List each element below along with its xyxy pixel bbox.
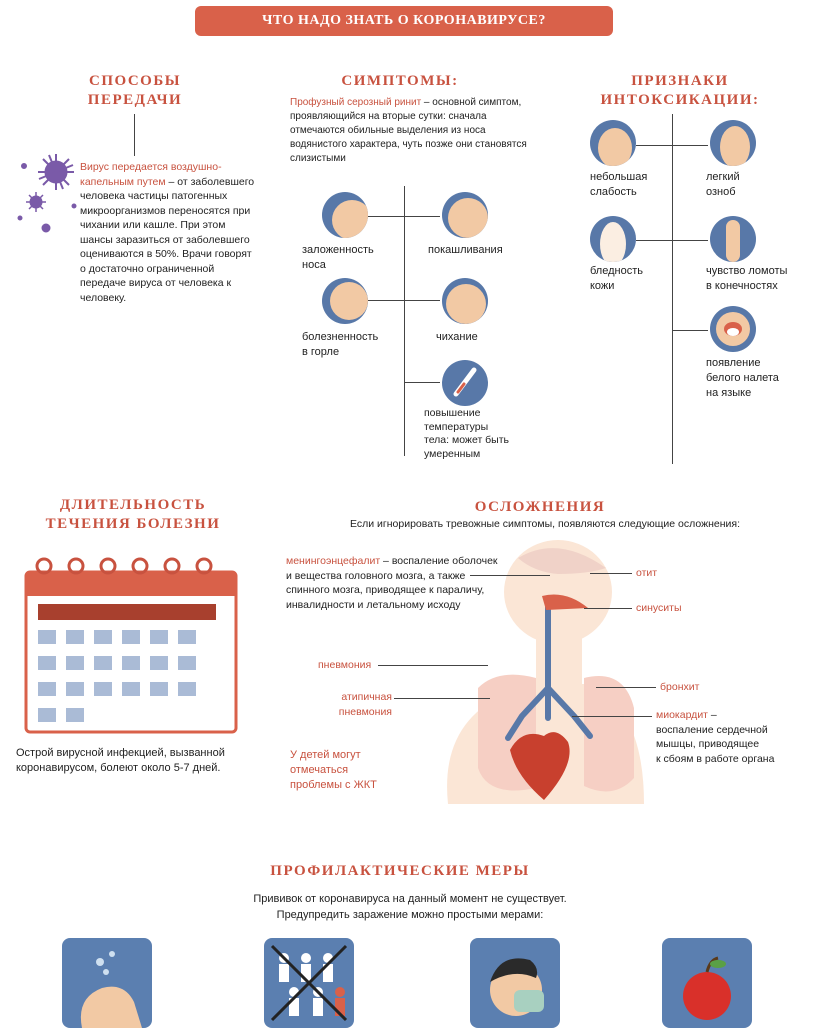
symptom-cough: покашливания [428, 244, 503, 256]
symptoms-tree-trunk [404, 186, 405, 456]
hand-wash-icon [80, 951, 142, 1028]
transmission-highlight: Вирус передается воздушно-капельным путе… [80, 161, 222, 188]
transmission-title: СПОСОБЫ ПЕРЕДАЧИ [87, 73, 183, 108]
handwashing-tile [62, 938, 152, 1028]
intox-pale: бледность кожи [590, 265, 643, 292]
myocarditis-body: – воспаление сердечной мышцы, приводящее… [656, 709, 775, 765]
body-illustration [447, 540, 644, 804]
tongue-icon [710, 306, 756, 352]
thermometer-icon [442, 360, 488, 406]
symptom-throat: болезненность в горле [302, 331, 379, 358]
duration-title: ДЛИТЕЛЬНОСТЬ ТЕЧЕНИЯ БОЛЕЗНИ [45, 497, 221, 532]
complication-bronchitis: бронхит [660, 681, 700, 693]
face-mask-tile [470, 938, 560, 1028]
pale-skin-icon [590, 216, 636, 262]
symptoms-intro: Профузный серозный ринит – основной симп… [290, 96, 530, 166]
complication-meningitis: менингоэнцефалит – воспаление оболочек и… [286, 554, 501, 612]
virus-icon [17, 154, 77, 233]
nose-congestion-icon [322, 192, 368, 238]
symptom-nose: заложенность носа [302, 244, 374, 271]
chills-icon [710, 120, 756, 166]
mask-icon [490, 958, 544, 1016]
intoxication-tree-trunk [672, 114, 673, 464]
myocarditis-highlight: миокардит [656, 709, 708, 721]
prevention-text-1: Прививок от коронавируса на данный момен… [253, 893, 567, 905]
complication-otitis: отит [636, 567, 658, 579]
meningitis-body: – воспаление оболочек и вещества головно… [286, 555, 498, 611]
healthy-food-tile [662, 938, 752, 1028]
children-note: У детей могут отмечаться проблемы с ЖКТ [290, 749, 377, 791]
limb-ache-icon [710, 216, 756, 262]
transmission-text: Вирус передается воздушно-капельным путе… [80, 160, 255, 305]
complication-atypical-pneumonia: атипичная пневмония [338, 691, 392, 718]
intox-weakness: небольшая слабость [590, 171, 648, 198]
sore-throat-icon [322, 278, 368, 324]
intox-aches: чувство ломоты в конечностях [706, 265, 788, 292]
cough-icon [442, 192, 488, 238]
transmission-body: – от заболевшего человека частицы патоге… [80, 175, 255, 304]
prevention-title: ПРОФИЛАКТИЧЕСКИЕ МЕРЫ [270, 863, 530, 879]
symptom-sneeze: чихание [436, 331, 478, 343]
symptom-temperature: повышение температуры тела: может быть у… [424, 407, 510, 460]
complication-myocarditis: миокардит – воспаление сердечной мышцы, … [656, 708, 816, 766]
page-banner-title: ЧТО НАДО ЗНАТЬ О КОРОНАВИРУСЕ? [195, 6, 613, 36]
meningitis-highlight: менингоэнцефалит [286, 555, 381, 567]
crowd-icon [270, 944, 348, 1022]
avoid-crowds-tile [264, 938, 354, 1028]
intox-chills: легкий озноб [706, 171, 740, 198]
duration-text: Острой вирусной инфекцией, вызванной кор… [16, 747, 225, 774]
intoxication-title: ПРИЗНАКИ ИНТОКСИКАЦИИ: [600, 73, 760, 108]
prevention-text-2: Предупредить заражение можно простыми ме… [276, 909, 544, 921]
complication-pneumonia: пневмония [318, 659, 372, 671]
complication-sinusitis: синуситы [636, 602, 682, 614]
calendar-icon [24, 557, 238, 734]
symptoms-intro-body: – основной симптом, проявляющийся на вто… [290, 97, 527, 164]
complications-intro: Если игнорировать тревожные симптомы, по… [349, 518, 740, 530]
complications-title: ОСЛОЖНЕНИЯ [474, 499, 606, 515]
transmission-divider [134, 114, 135, 156]
sneeze-icon [442, 278, 488, 324]
intox-tongue: появление белого налета на языке [706, 357, 779, 399]
symptoms-title: СИМПТОМЫ: [341, 73, 459, 89]
symptoms-intro-highlight: Профузный серозный ринит [290, 97, 422, 108]
weakness-icon [590, 120, 636, 166]
apple-icon [683, 956, 731, 1020]
